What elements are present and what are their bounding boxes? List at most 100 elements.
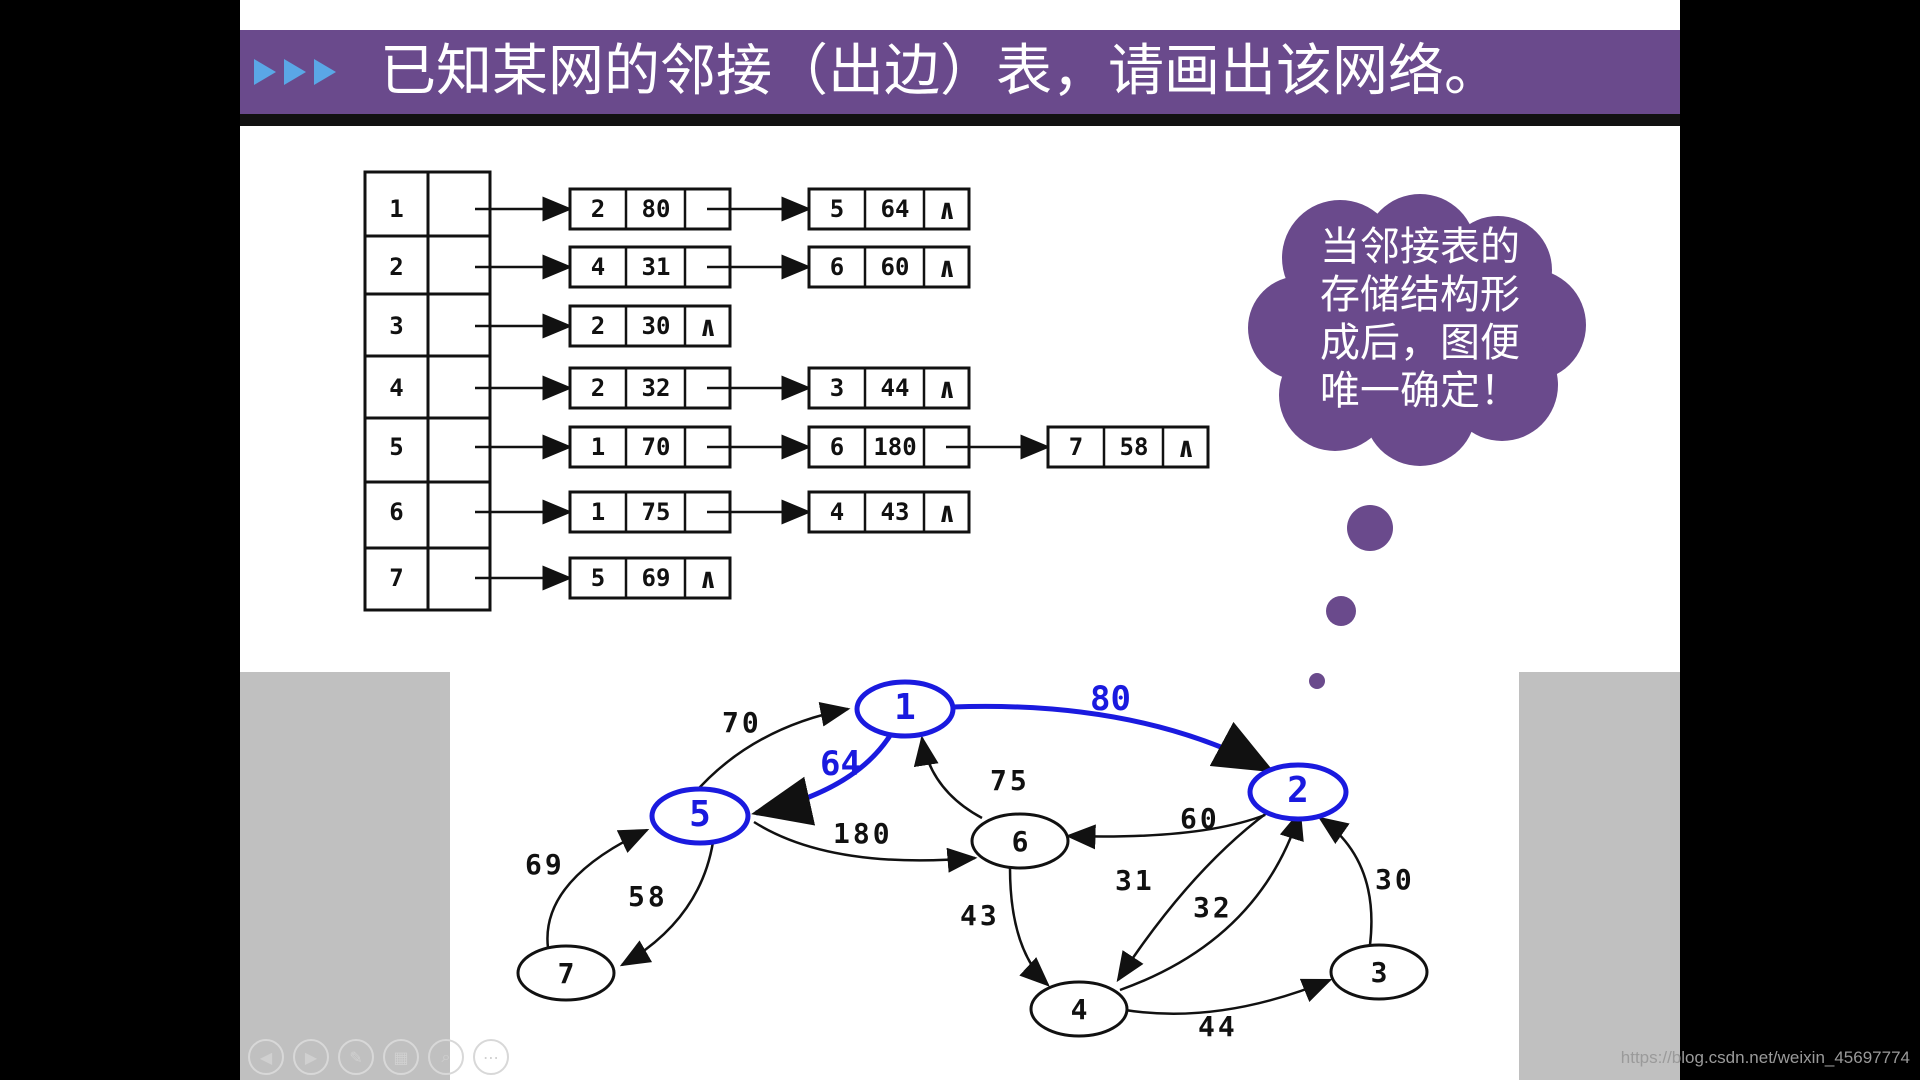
edge-weight-label: 180 (873, 433, 916, 461)
edge-target-label: 1 (591, 498, 605, 526)
graph-node (516, 944, 616, 1002)
edge-target-label: 3 (830, 374, 844, 402)
edge-weight-label: 69 (525, 848, 565, 881)
gray-panel-right (1519, 672, 1680, 1080)
graph-edge (546, 828, 650, 949)
null-pointer-label: ∧ (700, 562, 717, 595)
graph-edge (1116, 810, 1269, 983)
edge-target-label: 2 (591, 195, 605, 223)
edge-weight-label: 30 (642, 312, 671, 340)
edge-weight-label: 80 (1090, 679, 1131, 719)
graph-edge (1119, 809, 1304, 992)
edge-node-box (807, 245, 971, 289)
edge-weight-label: 32 (1193, 891, 1233, 924)
bubble-line: 成后，图便 (1320, 320, 1520, 366)
edge-node-box (807, 490, 971, 534)
edge-weight-label: 44 (881, 374, 910, 402)
edge-node-box (807, 187, 971, 231)
slides-icon[interactable]: ▦ (383, 1039, 419, 1075)
edge-node: 5 64 ∧ (807, 187, 971, 231)
edge-node-box (568, 425, 732, 469)
edge-target-label: 5 (830, 195, 844, 223)
edge-weight-label: 60 (881, 253, 910, 281)
graph-edge (1317, 816, 1373, 946)
graph-node-label: 1 (894, 687, 916, 728)
null-pointer-label: ∧ (700, 310, 717, 343)
graph-edge (619, 841, 715, 967)
graph-node-label: 6 (1012, 825, 1029, 858)
null-pointer-label: ∧ (939, 251, 956, 284)
edge-weight-label: 64 (881, 195, 910, 223)
edge-target-label: 4 (591, 253, 605, 281)
edge-weight-label: 43 (881, 498, 910, 526)
edge-weight-label: 58 (1120, 433, 1149, 461)
gray-panel-left (240, 672, 450, 1080)
thought-bubble (1248, 194, 1586, 689)
vertex-label: 5 (389, 433, 403, 461)
graph-edge (753, 820, 978, 873)
edge-target-label: 2 (591, 374, 605, 402)
edge-node: 6 60 ∧ (807, 245, 971, 289)
graph-node (1329, 943, 1429, 1001)
vertex-label: 3 (389, 312, 403, 340)
title-bar (240, 30, 1680, 114)
edge-weight-label: 43 (960, 899, 1000, 932)
edge-node: 2 80 (568, 187, 812, 231)
zoom-icon[interactable]: ⌕ (428, 1039, 464, 1075)
previous-icon[interactable]: ◀ (248, 1039, 284, 1075)
edge-node: 3 44 ∧ (807, 366, 971, 410)
title-arrows-icon (254, 30, 336, 114)
edge-weight-label: 32 (642, 374, 671, 402)
graph-edge (751, 727, 897, 826)
graph-node-label: 5 (689, 794, 711, 835)
graph-edge (951, 703, 1275, 773)
edge-node-box (568, 245, 732, 289)
edge-node: 4 31 (568, 245, 812, 289)
bubble-line: 唯一确定！ (1320, 368, 1520, 414)
edge-weight-label: 44 (1198, 1010, 1238, 1043)
null-pointer-label: ∧ (939, 496, 956, 529)
edge-node-box (807, 366, 971, 410)
edge-weight-label: 60 (1180, 802, 1220, 835)
edge-target-label: 7 (1069, 433, 1083, 461)
edge-weight-label: 64 (820, 744, 861, 784)
next-icon[interactable]: ▶ (293, 1039, 329, 1075)
graph-node-label: 7 (558, 957, 575, 990)
vertex-label: 1 (389, 195, 403, 223)
null-pointer-label: ∧ (939, 372, 956, 405)
edge-weight-label: 75 (990, 764, 1030, 797)
edge-target-label: 5 (591, 564, 605, 592)
null-pointer-label: ∧ (939, 193, 956, 226)
graph-node-label: 2 (1287, 770, 1309, 811)
vertex-label: 4 (389, 374, 403, 402)
edge-target-label: 6 (830, 253, 844, 281)
edge-weight-label: 80 (642, 195, 671, 223)
more-icon[interactable]: ⋯ (473, 1039, 509, 1075)
edge-target-label: 2 (591, 312, 605, 340)
thought-bubble-text: 当邻接表的 存储结构形 成后，图便 唯一确定！ (1320, 223, 1550, 415)
edge-node-box (568, 187, 732, 231)
graph-edge (691, 701, 851, 797)
edge-weight-label: 31 (642, 253, 671, 281)
graph-node-label: 3 (1371, 956, 1388, 989)
graph-node (1247, 762, 1349, 822)
graph-edge (913, 735, 983, 820)
edge-node-box (807, 425, 971, 469)
graph-node (649, 786, 751, 846)
pen-icon[interactable]: ✎ (338, 1039, 374, 1075)
graph-node (970, 812, 1070, 870)
title-underline (240, 114, 1680, 126)
edge-weight-label: 180 (833, 817, 893, 850)
null-pointer-label: ∧ (1178, 431, 1195, 464)
graph-edge (1124, 978, 1333, 1015)
bubble-line: 存储结构形 (1320, 272, 1520, 318)
